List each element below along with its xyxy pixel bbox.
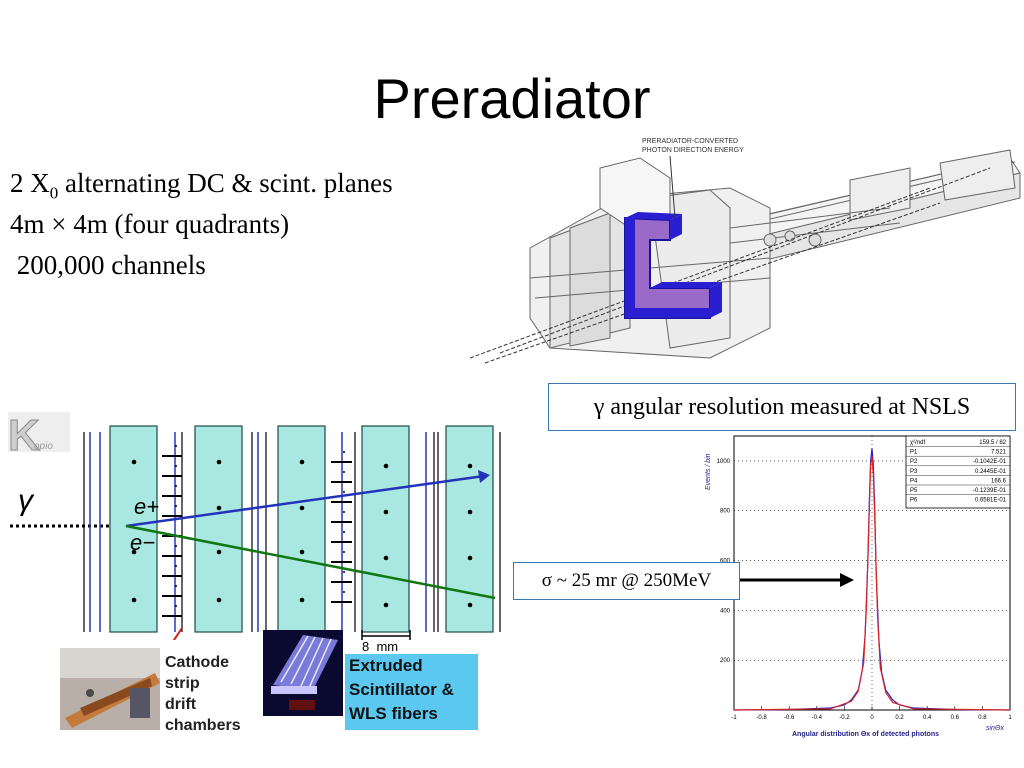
plot-xlabel: Angular distribution Θx of detected phot…: [792, 731, 939, 738]
stat-value: 166.6: [991, 478, 1007, 484]
x-tick-label: 0.2: [895, 715, 904, 721]
preradiator-schematic: K opio γ: [8, 411, 501, 640]
resolution-plot: 200 400 600 800 1000 -1 -0.8 -0.6 -0.4 -0.2 0 0.2 0…: [705, 435, 1012, 738]
scintillator-photo: [263, 630, 343, 716]
resolution-heading: γ angular resolution measured at NSLS: [548, 383, 1016, 431]
stat-value: 7.521: [991, 450, 1007, 456]
x-tick-label: 0.8: [978, 715, 987, 721]
x-tick-label: -0.2: [839, 715, 850, 721]
x-tick-label: 0: [870, 715, 874, 721]
page-title: Preradiator: [373, 67, 651, 130]
cathode-chamber-photo: [60, 648, 160, 730]
bullet-line-1-prefix: 2 X: [10, 168, 50, 198]
sigma-arrow: [740, 573, 854, 587]
kopio-logo-subtext: opio: [34, 441, 53, 452]
cathode-label: Cathode strip drift chambers: [165, 654, 241, 734]
stat-value: 0.6581E-01: [975, 498, 1007, 504]
x-tick-label: 1: [1008, 715, 1012, 721]
sigma-label: σ ~ 25 mr @ 250MeV: [513, 562, 740, 600]
bullet-line-1: 2 X0 alternating DC & scint. planes: [10, 163, 393, 213]
y-tick-label: 800: [720, 509, 731, 515]
stat-value: -0.1042E-01: [973, 459, 1007, 465]
kopio-logo-k: K: [8, 411, 40, 460]
x-tick-label: 0.4: [923, 715, 932, 721]
kopio-logo: K opio: [8, 411, 70, 461]
series-line-2: [733, 455, 1011, 711]
y-tick-label: 1000: [717, 459, 731, 465]
stat-value: 159.5 / 82: [979, 440, 1006, 446]
stat-value: 0.2445E-01: [975, 469, 1007, 475]
plot-xlabel-right: sinΘx: [986, 725, 1004, 732]
gamma-symbol: γ: [18, 484, 35, 517]
x-tick-label: -1: [731, 715, 737, 721]
x-tick-label: -0.4: [812, 715, 823, 721]
y-tick-label: 600: [720, 559, 731, 565]
bullet-line-3: 200,000 channels: [10, 250, 206, 280]
scale-label: 8 mm: [362, 639, 399, 654]
detector-annotation-line-1: PRERADIATOR-CONVERTED: [642, 138, 738, 145]
stat-name: P5: [910, 488, 918, 494]
stat-name: P3: [910, 469, 918, 475]
positron-label: e+: [134, 494, 159, 519]
stat-name: P6: [910, 498, 918, 504]
x-tick-label: -0.6: [784, 715, 795, 721]
stat-name: P1: [910, 450, 918, 456]
detector-annotation-line-2: PHOTON DIRECTION ENERGY: [642, 147, 744, 154]
x-tick-label: -0.8: [756, 715, 767, 721]
x-tick-label: 0.6: [951, 715, 960, 721]
stat-name: P4: [910, 478, 918, 484]
detector-drawing: PRERADIATOR-CONVERTED PHOTON DIRECTION E…: [470, 138, 1021, 364]
stat-name: P2: [910, 459, 918, 465]
y-tick-label: 400: [720, 608, 731, 614]
stat-name: χ²/ndf: [910, 440, 925, 446]
bullet-line-1-suffix: alternating DC & scint. planes: [58, 168, 393, 198]
electron-label: e−: [130, 530, 155, 555]
extruded-label: Extruded Scintillator & WLS fibers: [345, 654, 478, 730]
stat-value: -0.1239E-01: [973, 488, 1007, 494]
bullet-line-1-subscript: 0: [49, 183, 59, 203]
plot-ylabel: Events / bin: [705, 453, 712, 490]
y-tick-label: 200: [720, 658, 731, 664]
bullet-line-2: 4m × 4m (four quadrants): [10, 209, 290, 239]
